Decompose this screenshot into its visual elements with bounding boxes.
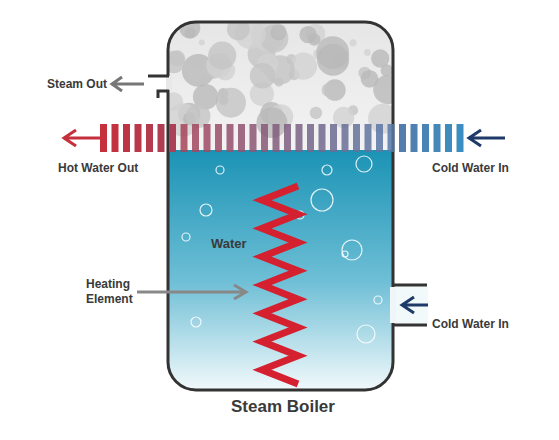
water-bubble xyxy=(200,204,212,216)
pipe-stripe xyxy=(112,124,119,152)
pipe-stripe xyxy=(273,124,280,152)
pipe-stripe xyxy=(100,124,107,152)
pipe-stripe xyxy=(250,124,257,152)
steam-bubble xyxy=(216,88,246,118)
water-bubble xyxy=(322,165,332,175)
cold-water-arrow xyxy=(469,130,505,146)
pipe-stripe xyxy=(284,124,291,152)
pipe-stripe xyxy=(261,124,268,152)
pipe-stripe xyxy=(388,124,395,152)
steam-bubble xyxy=(371,49,389,67)
pipe-stripe xyxy=(215,124,222,152)
steam-bubble xyxy=(187,65,205,83)
pipe-stripe xyxy=(238,124,245,152)
pipe-stripe xyxy=(204,124,211,152)
water-bubble xyxy=(191,317,201,327)
pipe-stripe xyxy=(123,124,130,152)
water-bubble xyxy=(342,240,362,260)
steam-bubble xyxy=(227,22,250,40)
inlet-port-wall xyxy=(393,285,427,325)
steam-bubble xyxy=(373,75,393,104)
steam-bubble xyxy=(208,42,236,70)
steam-bubble xyxy=(364,49,371,56)
steam-bubble xyxy=(184,27,195,38)
water-bubble xyxy=(357,325,375,343)
cold-water-arrow xyxy=(402,297,428,313)
pipe-stripe xyxy=(319,124,326,152)
pipe-stripe xyxy=(146,124,153,152)
steam-bubble xyxy=(270,24,286,40)
hot-water-arrow xyxy=(64,130,100,146)
vessel-interior xyxy=(168,22,393,390)
steam-bubble xyxy=(299,26,316,43)
steam-bubble xyxy=(250,63,276,89)
water-bubble xyxy=(356,156,372,172)
part-label: Hot Water Out xyxy=(58,161,138,176)
steam-bubble xyxy=(310,107,322,119)
pipe-stripe xyxy=(158,124,165,152)
water-bubble xyxy=(311,189,333,211)
pipe-stripe xyxy=(342,124,349,152)
pipe-stripe xyxy=(365,124,372,152)
pipe-stripe xyxy=(457,124,464,152)
part-label: Heating Element xyxy=(86,277,144,307)
pipe-stripe xyxy=(411,124,418,152)
steam-bubble xyxy=(317,44,349,76)
steam-port xyxy=(148,76,169,98)
steam-bubble xyxy=(350,39,357,46)
inlet-port xyxy=(390,287,428,323)
pipe-stripe xyxy=(169,124,176,152)
heat-exchange-pipe xyxy=(100,124,464,152)
part-label: Cold Water In xyxy=(432,161,509,176)
steam-bubble xyxy=(322,83,336,97)
part-label: Steam Out xyxy=(47,77,107,92)
pipe-stripe xyxy=(330,124,337,152)
water-bubble xyxy=(182,233,190,241)
heating-coil xyxy=(262,186,298,384)
pipe-stripe xyxy=(353,124,360,152)
pipe-stripe xyxy=(422,124,429,152)
water-bubble xyxy=(374,296,382,304)
boiler-vessel xyxy=(168,22,393,390)
pipe-stripe xyxy=(296,124,303,152)
pipe-stripe xyxy=(135,124,142,152)
pipe-stripe xyxy=(192,124,199,152)
water-bubble xyxy=(342,251,348,257)
pipe-stripe xyxy=(434,124,441,152)
pipe-stripe xyxy=(376,124,383,152)
part-label: Cold Water In xyxy=(432,317,509,332)
leader-arrow xyxy=(137,285,246,299)
pipe-stripe xyxy=(307,124,314,152)
caption: Steam Boiler xyxy=(231,397,335,417)
coil-winding xyxy=(262,186,298,384)
steam-bubble xyxy=(199,39,205,45)
pipe-stripe xyxy=(399,124,406,152)
pipe-stripe xyxy=(181,124,188,152)
steam-bubbles xyxy=(168,22,393,138)
steam-bubble xyxy=(168,92,183,111)
medium-label: Water xyxy=(211,236,247,251)
steam-arrow xyxy=(112,77,144,91)
pipe-stripe xyxy=(445,124,452,152)
pipe-stripe xyxy=(227,124,234,152)
steam-bubble xyxy=(168,51,185,73)
water-bubble xyxy=(216,166,224,174)
